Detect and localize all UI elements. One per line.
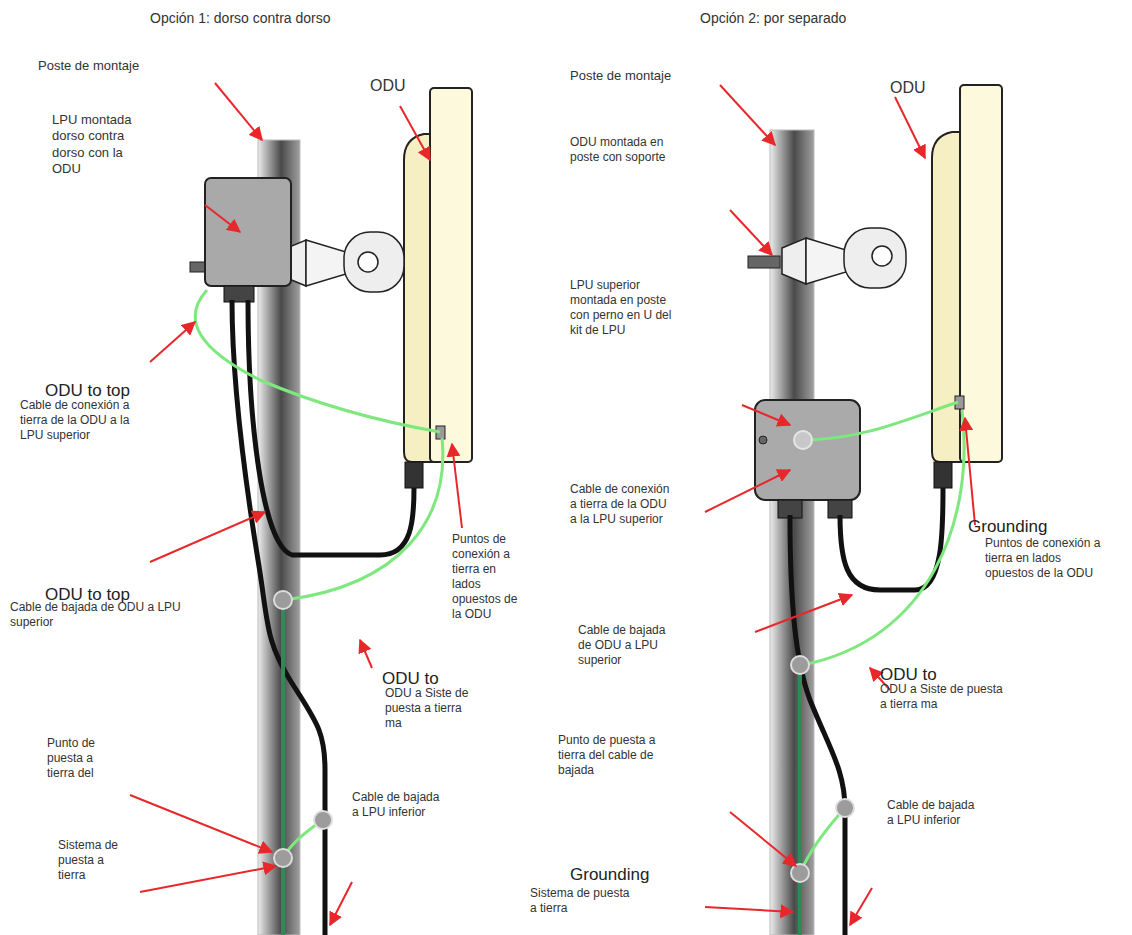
leader-arrow [452, 444, 462, 528]
callout-label: Cable de bajada de ODU a LPU superior [10, 600, 190, 630]
ground-cable [195, 290, 440, 432]
bracket-pivot [358, 252, 378, 272]
leader-arrow [150, 322, 195, 362]
leader-arrow [965, 418, 975, 525]
ground-point [274, 591, 292, 609]
callout-label: LPU montada dorso contra dorso con la OD… [52, 112, 152, 177]
leader-arrow [360, 640, 372, 668]
leader-arrow [755, 595, 852, 632]
lpu-bolt [190, 262, 205, 272]
overlay-text: Grounding [968, 518, 1047, 537]
overlay-text: ODU to [382, 670, 439, 689]
overlay-text: Grounding [570, 866, 649, 885]
ground-point [791, 656, 809, 674]
callout-label: Cable de bajada a LPU inferior [352, 790, 444, 820]
callout-label: Sistema de puesta a tierra [58, 838, 128, 883]
ground-point [794, 431, 812, 449]
ground-cable [285, 438, 443, 600]
callout-label: Cable de bajada de ODU a LPU superior [578, 623, 678, 668]
lpu-box [755, 400, 860, 500]
callout-label: Poste de montaje [38, 58, 139, 74]
leader-arrow [400, 106, 430, 160]
callout-label: LPU superior montada en poste con perno … [570, 278, 680, 338]
leader-arrow [730, 210, 772, 255]
bracket-clamp [306, 240, 346, 286]
leader-arrow [150, 512, 265, 562]
bracket-clamp [782, 238, 806, 284]
leader-arrow [215, 83, 262, 140]
bracket-bolt [748, 256, 780, 268]
leader-arrow [895, 97, 925, 158]
leader-arrow [742, 405, 790, 425]
ground-conductor [281, 600, 285, 935]
odu-panel [430, 88, 472, 462]
leader-arrow [130, 795, 272, 852]
ground-cable [802, 410, 964, 665]
bracket-plate [344, 232, 404, 292]
callout-label: Puntos de conexión a tierra en lados opu… [452, 532, 527, 622]
ground-cable [803, 402, 958, 440]
leader-arrow [330, 882, 352, 925]
callout-label: Cable de bajada a LPU inferior [887, 798, 982, 828]
overlay-text: ODU to [880, 666, 937, 685]
ground-point [836, 799, 854, 817]
bracket-clamp [806, 238, 846, 284]
callout-label: Opción 2: por separado [700, 10, 846, 28]
callout-label: ODU a Siste de puesta a tierra ma [385, 686, 473, 731]
callout-label: Sistema de puesta a tierra [530, 886, 630, 916]
leader-arrow [720, 85, 775, 145]
callout-label: Punto de puesta a tierra del cable de ba… [558, 733, 668, 778]
drop-cable [840, 488, 943, 590]
cable-gland [405, 462, 423, 488]
leader-arrow [140, 866, 276, 892]
cable-gland [224, 286, 254, 302]
callout-label: Opción 1: dorso contra dorso [150, 10, 331, 28]
ground-conductor [798, 665, 802, 935]
drop-cable [248, 300, 414, 555]
bracket-plate [844, 228, 906, 288]
ground-point [274, 849, 292, 867]
callout-label: Cable de conexión a tierra de la ODU a l… [20, 398, 135, 443]
callout-label: ODU montada en poste con soporte [570, 135, 675, 165]
callout-label: Punto de puesta a tierra del [47, 736, 119, 781]
leader-arrow [705, 907, 793, 912]
lpu-bolt [759, 436, 767, 444]
cable-gland [934, 462, 952, 488]
callout-label: ODU [370, 76, 406, 96]
callout-label: ODU a Siste de puesta a tierra ma [880, 682, 1005, 712]
ground-point [314, 811, 332, 829]
drop-cable [232, 300, 325, 935]
ground-cable [800, 808, 845, 873]
callout-label: ODU [890, 78, 926, 98]
callout-label: Puntos de conexión a tierra en lados opu… [985, 536, 1110, 581]
leader-arrow [730, 812, 796, 866]
odu-panel [960, 85, 1002, 462]
drop-cable [790, 515, 845, 935]
callout-label: Poste de montaje [570, 68, 671, 84]
ground-point [791, 864, 809, 882]
callout-label: Cable de conexión a tierra de la ODU a l… [570, 482, 675, 527]
leader-arrow [205, 205, 240, 232]
lpu-box [205, 178, 291, 286]
bracket-pivot [872, 246, 892, 266]
leader-arrow [705, 470, 790, 512]
overlay-text: ODU to top [45, 382, 130, 401]
leader-arrow [850, 888, 872, 925]
